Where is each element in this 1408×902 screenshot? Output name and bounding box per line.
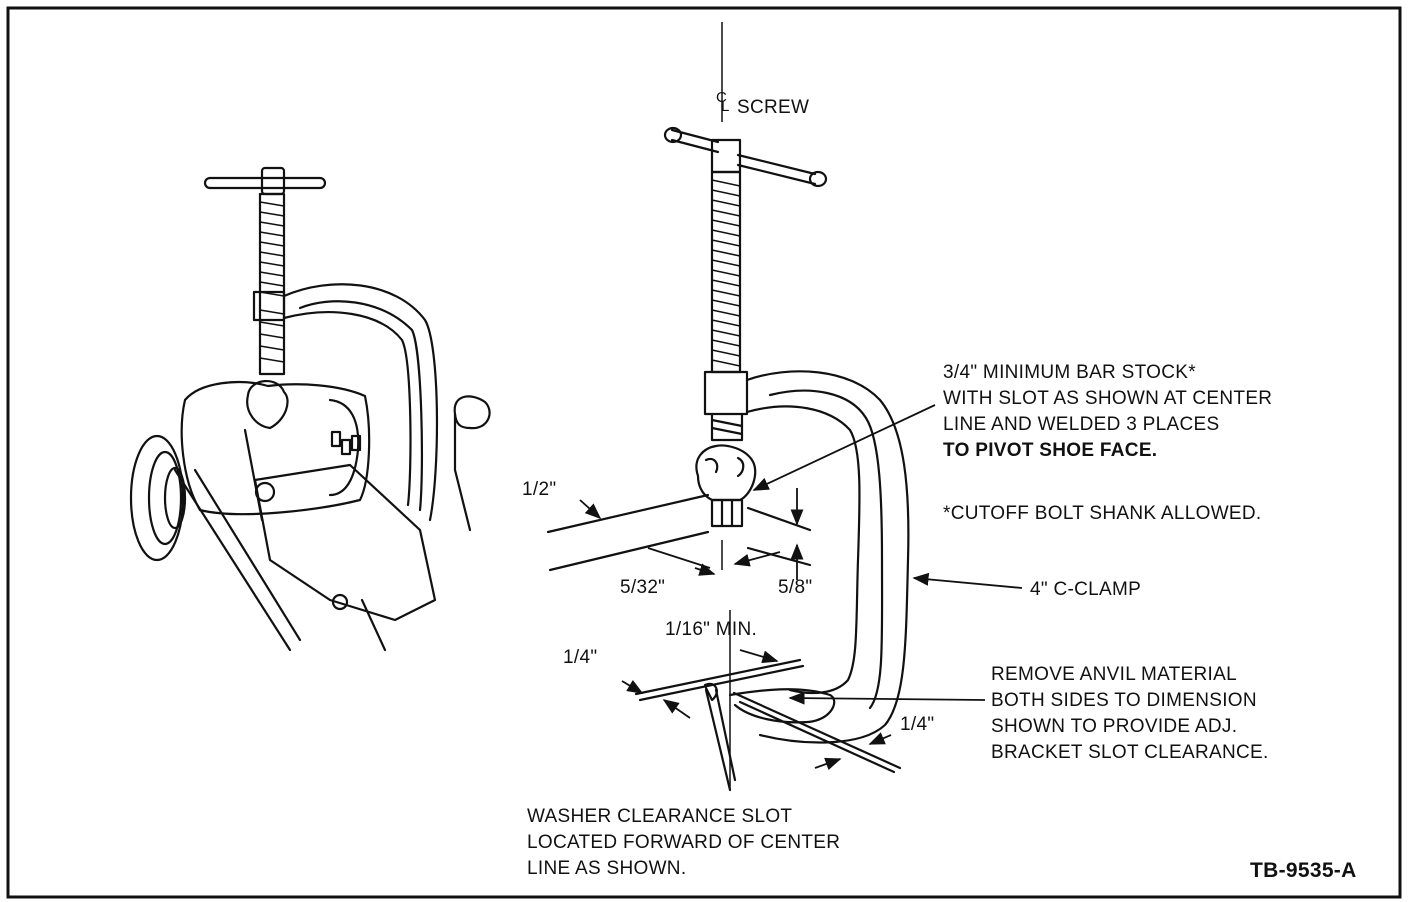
dim-quarter-left: 1/4" [563,647,598,668]
c-clamp-detail [546,126,910,792]
dim-one-16-min: 1/16" MIN. [665,619,758,640]
figure-border [6,6,1402,899]
dim-five-32: 5/32" [620,577,666,598]
anvil-line-3: SHOWN TO PROVIDE ADJ. [991,716,1238,737]
washer-line-1: WASHER CLEARANCE SLOT [527,806,793,827]
anvil-line-4: BRACKET SLOT CLEARANCE. [991,742,1269,763]
centerline-l-symbol: L [721,98,730,115]
bar-stock-line-2: WITH SLOT AS SHOWN AT CENTER [943,388,1273,409]
bar-stock-line-4: TO PIVOT SHOE FACE. [943,440,1158,461]
c-clamp-label: 4" C-CLAMP [1030,579,1142,600]
cutoff-note: *CUTOFF BOLT SHANK ALLOWED. [943,503,1262,524]
dimension-lines [579,404,1023,771]
dim-quarter-right: 1/4" [900,714,935,735]
washer-line-3: LINE AS SHOWN. [527,858,687,879]
dim-five-8: 5/8" [778,577,813,598]
figure-id: TB-9535-A [1250,859,1357,882]
bar-stock-line-1: 3/4" MINIMUM BAR STOCK* [943,362,1196,383]
anvil-line-2: BOTH SIDES TO DIMENSION [991,690,1257,711]
centerline-screw-label: SCREW [737,97,810,118]
centerline-c-symbol: C [716,89,728,106]
installed-clamp-illustration [129,166,491,652]
washer-line-2: LOCATED FORWARD OF CENTER [527,832,841,853]
dim-half-inch: 1/2" [522,479,557,500]
bar-stock-line-3: LINE AND WELDED 3 PLACES [943,414,1220,435]
anvil-line-1: REMOVE ANVIL MATERIAL [991,664,1237,685]
